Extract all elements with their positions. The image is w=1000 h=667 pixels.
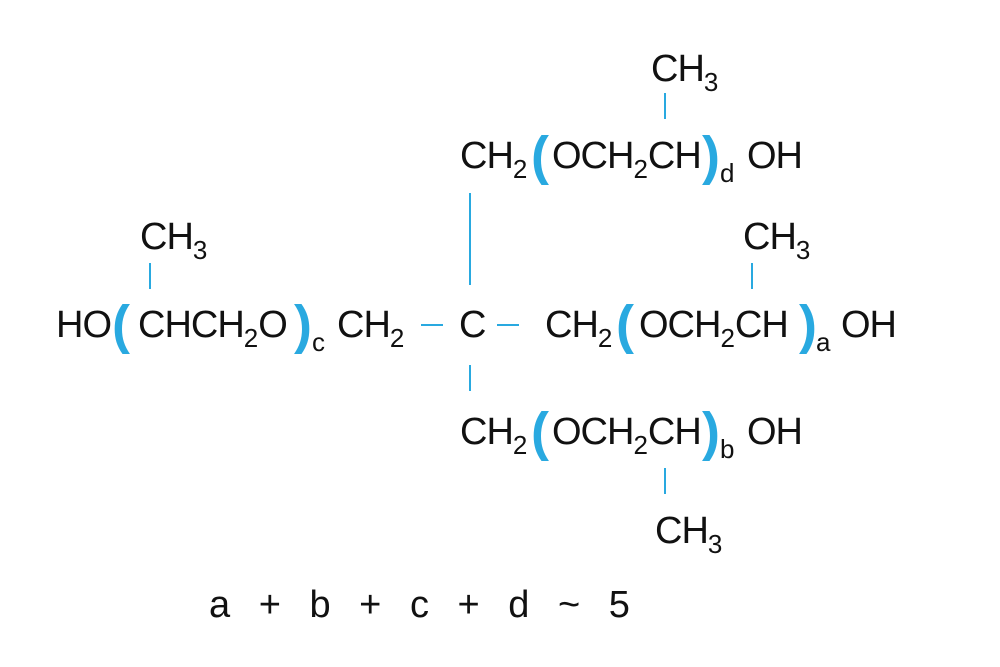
top-ch3-label: CH3	[651, 48, 719, 97]
right-ch3-label: CH3	[743, 216, 811, 265]
left-repeat-unit: CHCH2O	[138, 304, 288, 353]
bottom-index-b: b	[720, 434, 735, 464]
bottom-oh-label: OH	[747, 411, 803, 453]
bottom-ch2-label: CH2	[460, 411, 528, 460]
bottom-repeat-unit: OCH2CH	[552, 411, 702, 460]
left-ch2-label: CH2	[337, 304, 405, 353]
bottom-ch3-label: CH3	[655, 510, 723, 559]
top-close-paren: )	[702, 126, 720, 186]
bottom-close-paren: )	[702, 402, 720, 462]
left-ch3-bond	[149, 263, 151, 289]
top-ch3-bond	[664, 93, 666, 119]
top-oh-label: OH	[747, 135, 803, 177]
equation-tilde: ~	[557, 584, 581, 626]
right-close-paren: )	[799, 295, 817, 355]
central-carbon: C	[459, 304, 486, 346]
bottom-vertical-bond	[469, 365, 471, 391]
bottom-open-paren: (	[531, 402, 549, 462]
right-repeat-unit: OCH2CH	[639, 304, 789, 353]
equation-plus-1: +	[258, 584, 281, 626]
bottom-ch3-bond	[664, 468, 666, 494]
left-ho-label: HO	[56, 304, 112, 346]
left-horizontal-bond	[421, 324, 443, 326]
index-sum-equation: a + b + c + d ~ 5	[209, 586, 630, 624]
right-open-paren: (	[616, 295, 634, 355]
right-ch2-label: CH2	[545, 304, 613, 353]
left-ch3-label: CH3	[140, 216, 208, 265]
equation-plus-2: +	[359, 584, 382, 626]
top-index-d: d	[720, 158, 735, 188]
top-repeat-unit: OCH2CH	[552, 135, 702, 184]
right-horizontal-bond	[497, 324, 519, 326]
top-ch2-label: CH2	[460, 135, 528, 184]
left-open-paren: (	[112, 295, 130, 355]
equation-value: 5	[608, 584, 630, 626]
equation-a: a	[209, 584, 231, 626]
left-index-c: c	[312, 327, 325, 357]
left-close-paren: )	[294, 295, 312, 355]
right-index-a: a	[816, 327, 831, 357]
equation-c: c	[409, 584, 429, 626]
right-oh-label: OH	[841, 304, 897, 346]
top-open-paren: (	[531, 126, 549, 186]
equation-plus-3: +	[457, 584, 480, 626]
equation-b: b	[309, 584, 331, 626]
equation-d: d	[508, 584, 530, 626]
top-vertical-bond	[469, 193, 471, 285]
right-ch3-bond	[751, 263, 753, 289]
